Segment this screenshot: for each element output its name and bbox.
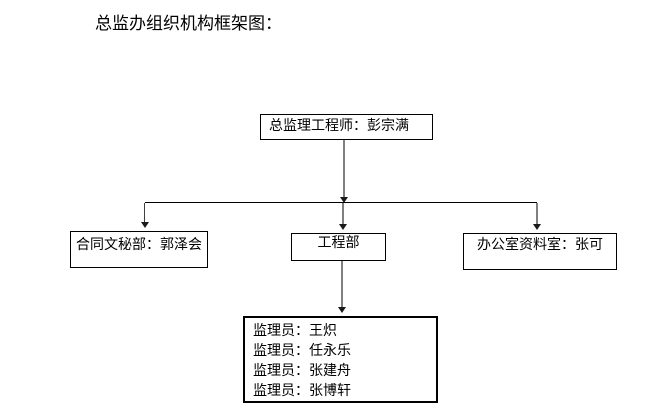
arrow-down-icon xyxy=(141,222,149,228)
supervisor-entry: 监理员：张博轩 xyxy=(253,383,351,399)
arrow-down-icon xyxy=(338,307,346,313)
arrow-down-icon xyxy=(533,224,541,230)
connector-drop-center xyxy=(342,203,344,224)
org-box-engineering: 工程部 xyxy=(291,233,386,261)
supervisor-entry: 监理员：任永乐 xyxy=(253,343,351,359)
supervisor-entry: 监理员：王炽 xyxy=(253,323,337,339)
arrow-down-icon xyxy=(339,224,347,230)
connector-engineering-down xyxy=(341,261,343,307)
connector-drop-left xyxy=(144,203,146,222)
connector-branch-horizontal xyxy=(145,202,537,204)
arrow-down-icon xyxy=(340,197,348,203)
connector-root-down xyxy=(343,140,345,197)
org-box-office-archives: 办公室资料室：张可 xyxy=(463,233,617,270)
page-title: 总监办组织机构框架图： xyxy=(95,14,282,34)
org-box-contract-secretary: 合同文秘部：郭泽会 xyxy=(70,231,208,268)
org-box-chief-engineer: 总监理工程师：彭宗满 xyxy=(260,114,433,140)
connector-drop-right xyxy=(536,203,538,224)
org-box-supervisors: 监理员：王炽 监理员：任永乐 监理员：张建舟 监理员：张博轩 xyxy=(243,316,438,403)
supervisor-entry: 监理员：张建舟 xyxy=(253,363,351,379)
